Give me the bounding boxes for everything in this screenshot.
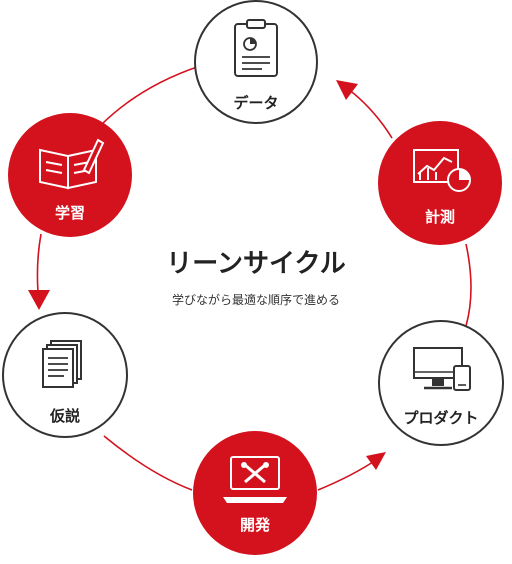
cycle-title: リーンサイクル: [166, 249, 345, 279]
node-data: データ: [194, 0, 318, 124]
cycle-ring: [28, 65, 472, 491]
arc-measure-product: [465, 243, 472, 327]
node-measure-label: 計測: [425, 208, 455, 226]
node-hypothesis: 仮説: [2, 312, 128, 438]
node-data-label: データ: [233, 94, 278, 112]
node-hypothesis-label: 仮説: [49, 407, 80, 425]
node-learning-label: 学習: [55, 204, 85, 222]
node-product-label: プロダクト: [403, 409, 478, 427]
book-pencil-icon: [39, 138, 105, 190]
chart-monitor-icon: [413, 149, 471, 192]
arc-measure-to-data: [343, 85, 393, 139]
node-product: プロダクト: [378, 320, 504, 446]
node-measure: 計測: [378, 121, 502, 245]
laptop-tools-icon: [223, 456, 287, 503]
node-develop-label: 開発: [240, 516, 271, 534]
clipboard-pie-icon: [234, 19, 278, 77]
node-develop: 開発: [193, 431, 317, 555]
arc-hypothesis-develop: [103, 435, 193, 491]
arrow-head-to-hypothesis: [28, 290, 50, 310]
cycle-subtitle: 学びながら最適な順序で進める: [172, 292, 340, 307]
documents-icon: [42, 340, 82, 388]
arc-develop-to-product: [317, 459, 377, 491]
node-learning: 学習: [8, 113, 132, 237]
arrow-head-to-product: [366, 452, 386, 470]
arc-learning-to-data: [99, 65, 201, 127]
arrow-head-to-data: [336, 80, 358, 100]
arc-learning-to-hypothesis: [36, 233, 42, 293]
desktop-phone-icon: [413, 347, 471, 391]
